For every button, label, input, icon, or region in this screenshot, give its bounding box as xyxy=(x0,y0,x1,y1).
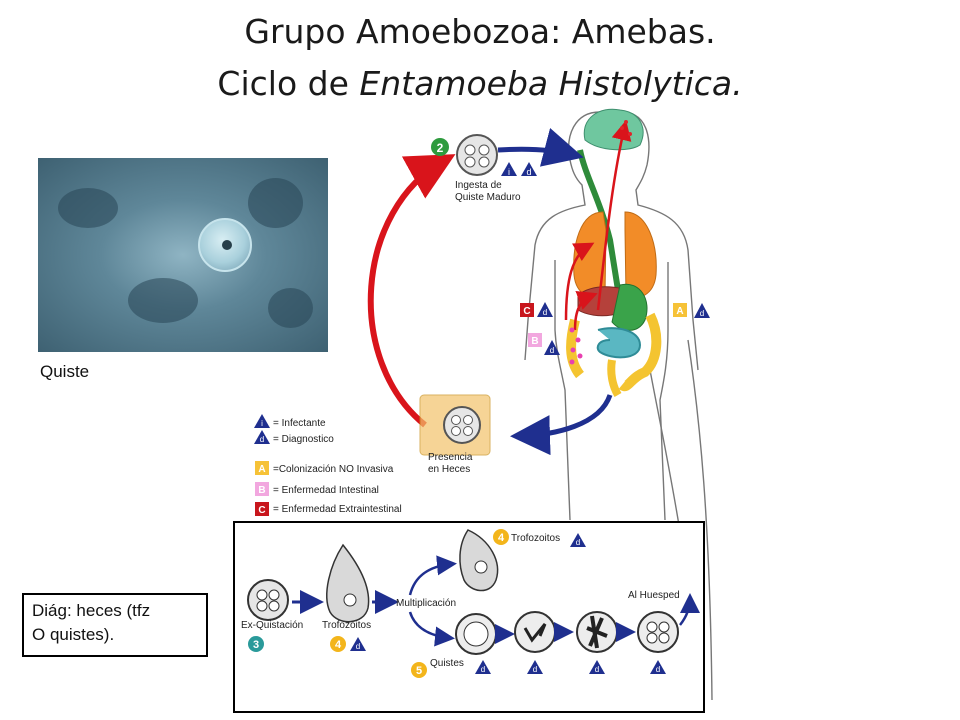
photo-spot xyxy=(248,178,303,228)
exquistacion-cyst xyxy=(247,579,289,621)
diagnosis-line-2: O quistes). xyxy=(32,625,115,644)
cyst-d-4: d xyxy=(656,665,660,674)
step-5-label: 5 xyxy=(416,665,422,677)
arrow-up-branch xyxy=(408,555,457,596)
red-spread-arrow-brain xyxy=(596,120,632,311)
stomach xyxy=(611,283,648,331)
infective-badge-top: i d xyxy=(501,162,537,177)
step-4-badge-left: 4 d xyxy=(330,636,366,652)
cyst-d-1: d xyxy=(481,665,485,674)
legend-d-mark: d xyxy=(260,435,264,444)
legend-enfermedad-intestinal: = Enfermedad Intestinal xyxy=(273,485,379,496)
cyst-d-3: d xyxy=(595,665,599,674)
photo-spot xyxy=(58,188,118,228)
trophozoite-left xyxy=(326,543,370,623)
quistes-label: Quistes xyxy=(430,658,464,669)
cyst-stage-2 xyxy=(514,611,556,653)
mature-cyst-icon xyxy=(456,134,498,176)
blue-ingestion-arrow xyxy=(497,128,584,167)
ex-quistacion-label: Ex-Quistación xyxy=(241,620,303,631)
arrow-down-branch xyxy=(408,611,455,647)
presencia-line-1: Presencia xyxy=(428,452,473,463)
badge-c: C d xyxy=(520,302,553,317)
badge-b-d-label: d xyxy=(550,346,554,355)
cyst-stage-1 xyxy=(455,613,497,655)
human-body-outline xyxy=(524,111,713,701)
al-huesped-label: Al Huesped xyxy=(628,590,680,601)
feces-cyst-icon xyxy=(419,394,491,456)
red-cycle-arrow xyxy=(367,154,456,428)
step-4-badge-top: 4 d xyxy=(493,529,586,547)
diagnosis-line-1: Diág: heces (tfz xyxy=(32,601,151,620)
badge-a-d-label: d xyxy=(700,309,704,318)
presencia-line-2: en Heces xyxy=(428,464,470,475)
cyst-nucleus xyxy=(222,240,232,250)
ingesta-line-2: Quiste Maduro xyxy=(455,192,521,203)
step-3-badge: 3 xyxy=(248,636,264,652)
step-2-label: 2 xyxy=(437,141,444,155)
cyst-stage-3 xyxy=(576,611,618,653)
ingesta-line-1: Ingesta de xyxy=(455,180,502,191)
brain xyxy=(583,108,644,151)
multiplicacion-label: Multiplicación xyxy=(396,598,456,609)
brain-dots xyxy=(620,120,632,136)
red-spread-arrow-liver xyxy=(573,291,598,331)
step-4-left-label: 4 xyxy=(335,639,342,651)
step-5-badge: 5 xyxy=(411,662,427,678)
legend-infectante: = Infectante xyxy=(273,418,326,429)
cyst-d-2: d xyxy=(533,665,537,674)
diagnosis-box: Diág: heces (tfz O quistes). xyxy=(22,593,208,657)
step-4-top-label: 4 xyxy=(498,532,505,544)
step-3-label: 3 xyxy=(253,639,259,651)
legend-b-mark: B xyxy=(258,485,265,496)
slide-title: Grupo Amoebozoa: Amebas. xyxy=(244,12,716,51)
small-intestine xyxy=(596,327,642,359)
badge-b-label: B xyxy=(531,336,538,347)
step-4-left-d: d xyxy=(356,642,360,651)
subtitle-prefix: Ciclo de xyxy=(217,64,360,103)
step-4-top-d: d xyxy=(576,538,580,547)
photo-caption: Quiste xyxy=(40,362,90,381)
trophozoite-top xyxy=(459,529,499,592)
cyst-photo xyxy=(38,158,328,352)
badge-c-d-label: d xyxy=(543,308,547,317)
badge-i-label: i xyxy=(508,167,510,177)
slide-subtitle: Ciclo de Entamoeba Histolytica. xyxy=(0,62,960,106)
trophozoite-top-nucleus xyxy=(474,560,488,574)
badge-d-label: d xyxy=(526,167,531,177)
trophozoite-left-nucleus xyxy=(343,593,357,607)
legend: i = Infectante d = Diagnostico A =Coloni… xyxy=(254,414,402,516)
arrow-al-huesped xyxy=(679,593,700,626)
badge-a: A d xyxy=(673,303,710,318)
cyst-d-badges: d d d d xyxy=(475,660,666,674)
subtitle-species: Entamoeba Histolytica. xyxy=(359,64,743,103)
invasion-dots xyxy=(569,327,583,365)
badge-a-label: A xyxy=(676,306,683,317)
badge-b: B d xyxy=(528,333,560,355)
legend-a-mark: A xyxy=(258,464,265,475)
legend-enfermedad-extraintestinal: = Enfermedad Extraintestinal xyxy=(273,504,402,515)
legend-i-mark: i xyxy=(261,419,263,428)
cyst-stage-4 xyxy=(637,611,679,653)
legend-colonizacion: =Colonización NO Invasiva xyxy=(273,464,394,475)
rectum xyxy=(607,359,622,398)
red-spread-arrow-lung xyxy=(564,242,595,321)
photo-spot xyxy=(268,288,313,328)
step-2-badge: 2 xyxy=(431,138,449,156)
badge-c-label: C xyxy=(523,306,530,317)
trofozoitos-left-label: Trofozoitos xyxy=(322,620,371,631)
trofozoitos-top-label: Trofozoitos xyxy=(511,533,560,544)
blue-excretion-arrow xyxy=(510,394,613,456)
legend-diagnostico: = Diagnostico xyxy=(273,434,334,445)
photo-spot xyxy=(128,278,198,323)
legend-c-mark: C xyxy=(258,505,265,516)
